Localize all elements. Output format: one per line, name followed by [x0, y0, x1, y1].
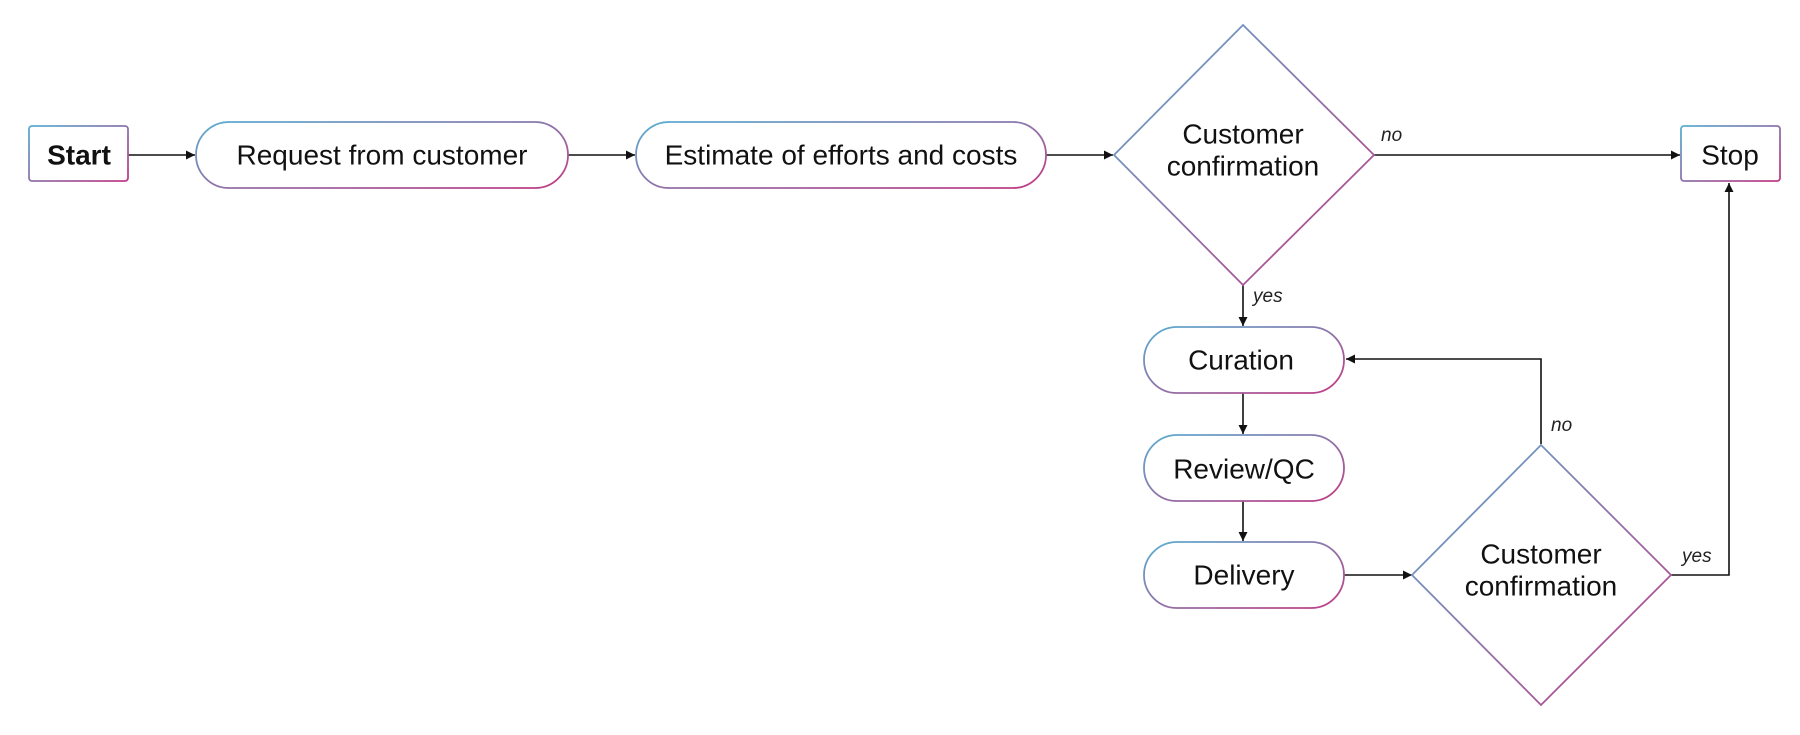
node-review-label: Review/QC	[1173, 454, 1315, 485]
node-start: Start	[28, 125, 129, 182]
edge-confirm2-yes-to-stop	[1671, 183, 1734, 576]
node-estimate-efforts-costs: Estimate of efforts and costs	[635, 121, 1047, 189]
node-estimate-label: Estimate of efforts and costs	[665, 140, 1018, 171]
node-curation: Curation	[1143, 326, 1345, 394]
node-stop: Stop	[1680, 125, 1781, 182]
node-curation-label: Curation	[1188, 345, 1294, 376]
node-stop-label: Stop	[1701, 140, 1759, 171]
node-delivery: Delivery	[1143, 541, 1345, 609]
node-start-label: Start	[47, 140, 111, 171]
decision-customer-confirmation-1: Customer confirmation	[1112, 23, 1376, 287]
edge-label-confirm2-no: no	[1551, 415, 1572, 436]
edge-confirm2-no-to-curation	[1346, 354, 1542, 444]
decision-2-label-line2: confirmation	[1465, 571, 1618, 602]
edge-label-confirm1-no: no	[1381, 125, 1402, 146]
node-review-qc: Review/QC	[1143, 434, 1345, 502]
decision-1-label-line1: Customer	[1182, 119, 1303, 150]
decision-1-label-line2: confirmation	[1167, 151, 1320, 182]
node-delivery-label: Delivery	[1193, 560, 1294, 591]
node-request-from-customer: Request from customer	[195, 121, 569, 189]
node-request-label: Request from customer	[237, 140, 528, 171]
decision-customer-confirmation-2: Customer confirmation	[1410, 443, 1673, 707]
edge-label-confirm2-yes: yes	[1680, 546, 1712, 567]
decision-2-label-line1: Customer	[1480, 539, 1601, 570]
edge-label-confirm1-yes: yes	[1251, 286, 1283, 307]
